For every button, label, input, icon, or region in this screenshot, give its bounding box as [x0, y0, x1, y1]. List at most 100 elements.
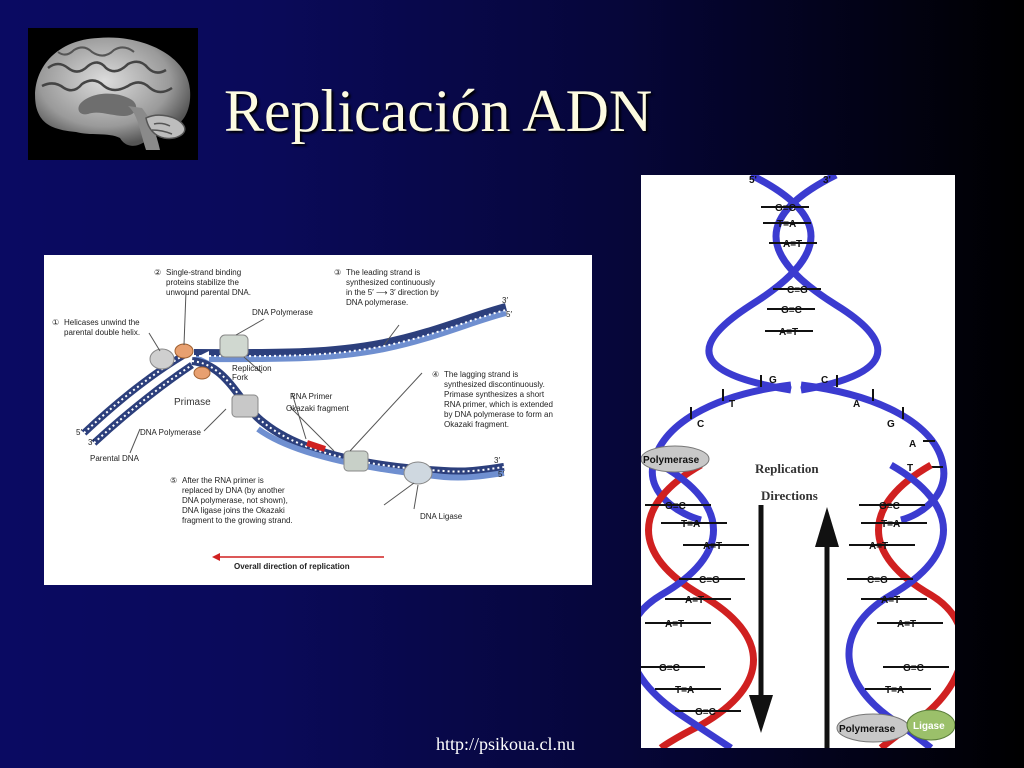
fork-base-left-2: T — [729, 399, 735, 410]
rna-primer — [306, 440, 326, 452]
fork-base-right-4: A — [909, 439, 916, 450]
polymerase-blob-top — [641, 445, 710, 473]
step-2-line-1: Single-strand binding — [166, 268, 241, 277]
left-base-pair: A=T — [703, 541, 722, 552]
left-base-pair: G≡C — [695, 707, 716, 718]
step-3-line-1: The leading strand is — [346, 268, 420, 277]
left-base-pair: T=A — [675, 685, 694, 696]
step-1-line-1: Helicases unwind the — [64, 318, 140, 327]
top-base-pair: G≡C — [781, 305, 802, 316]
ligase-label: Ligase — [913, 721, 945, 732]
right-base-pair: C≡G — [867, 575, 888, 586]
top-base-pair: C≡G — [787, 285, 808, 296]
end-5prime-bottom: 5′ — [498, 470, 504, 479]
directions-label: Directions — [761, 488, 818, 503]
step-5-line-2: replaced by DNA (by another — [182, 486, 285, 495]
helix-end-3: 3' — [823, 175, 831, 186]
dna-polymerase-top — [219, 334, 249, 358]
step-2-number: ② — [154, 268, 161, 277]
right-base-pair: G≡C — [879, 501, 900, 512]
step-4-line-2: synthesized discontinuously. — [444, 380, 545, 389]
replication-fork-diagram: ① Helicases unwind the parental double h… — [44, 255, 592, 585]
brain-image — [28, 28, 198, 160]
label-rna-primer: RNA Primer — [290, 392, 333, 401]
lagging-strand-template — [191, 357, 505, 476]
step-1-number: ① — [52, 318, 59, 327]
label-okazaki-fragment: Okazaki fragment — [286, 404, 349, 413]
step-3-number: ③ — [334, 268, 341, 277]
ssb-protein — [174, 343, 194, 359]
ligase-blob — [906, 709, 955, 741]
fork-right-strand — [800, 381, 948, 524]
step-4-line-5: by DNA polymerase to form an — [444, 410, 553, 419]
polymerase-label-top: Polymerase — [643, 455, 700, 466]
step-4-line-1: The lagging strand is — [444, 370, 518, 379]
leading-strand-new — [193, 310, 507, 363]
left-base-pair: A=T — [685, 595, 704, 606]
right-base-pair: A=T — [897, 619, 916, 630]
leading-strand-template — [193, 303, 507, 358]
fork-base-left-1: G — [769, 375, 777, 386]
top-base-pair: A=T — [783, 239, 802, 250]
helix-end-5: 5' — [749, 175, 757, 186]
label-dna-polymerase-bottom: DNA Polymerase — [140, 428, 201, 437]
step-3-line-3: in the 5′ ⟶ 3′ direction by — [346, 288, 439, 297]
end-3prime-bottom: 3′ — [494, 456, 500, 465]
label-primase: Primase — [174, 397, 211, 408]
right-base-pair: A=T — [869, 541, 888, 552]
step-4-number: ④ — [432, 370, 439, 379]
left-base-pair: C≡G — [699, 575, 720, 586]
top-base-pair: G≡C — [775, 203, 796, 214]
left-base-pair: T=A — [681, 519, 700, 530]
step-5-line-5: fragment to the growing strand. — [182, 516, 293, 525]
right-base-pair: T=A — [885, 685, 904, 696]
left-base-pair: A=T — [665, 619, 684, 630]
top-base-pair: A=T — [779, 327, 798, 338]
step-1-line-2: parental double helix. — [64, 328, 140, 337]
step-2-line-2: proteins stabilize the — [166, 278, 239, 287]
label-overall-direction: Overall direction of replication — [234, 562, 350, 571]
label-replication-fork-2: Fork — [232, 373, 249, 382]
step-4-line-3: Primase synthesizes a short — [444, 390, 545, 399]
top-strand-a — [705, 175, 815, 394]
label-dna-polymerase-top: DNA Polymerase — [252, 308, 313, 317]
end-5prime-top: 5′ — [506, 310, 512, 319]
right-base-pair: A=T — [881, 595, 900, 606]
right-base-pair: G≡C — [903, 663, 924, 674]
step-3-line-2: synthesized continuously — [346, 278, 435, 287]
step-4-line-6: Okazaki fragment. — [444, 420, 509, 429]
top-base-pair: T=A — [777, 219, 796, 230]
step-5-line-1: After the RNA primer is — [182, 476, 264, 485]
primase — [231, 394, 259, 418]
fork-base-right-3: G — [887, 419, 895, 430]
step-5-line-3: DNA polymerase, not shown), — [182, 496, 288, 505]
helicase — [149, 348, 175, 370]
right-base-pair: T=A — [881, 519, 900, 530]
left-parent-strand — [641, 461, 733, 748]
step-4-line-4: RNA primer, which is extended — [444, 400, 553, 409]
dna-polymerase-lagging — [343, 450, 369, 472]
top-strand-b — [772, 175, 882, 394]
fork-base-left-3: C — [697, 419, 704, 430]
end-3prime-top: 3′ — [502, 296, 508, 305]
step-5-line-4: DNA ligase joins the Okazaki — [182, 506, 285, 515]
fork-base-right-2: A — [853, 399, 860, 410]
left-new-strand — [645, 461, 757, 748]
footer-url: http://psikoua.cl.nu — [436, 734, 575, 754]
slide-title: Replicación ADN — [224, 78, 653, 144]
dna-ligase — [403, 461, 433, 485]
label-replication-fork-1: Replication — [232, 364, 272, 373]
replication-label: Replication — [755, 461, 819, 476]
left-base-pair: G≡C — [665, 501, 686, 512]
step-5-number: ⑤ — [170, 476, 177, 485]
polymerase-label-bottom: Polymerase — [839, 724, 896, 735]
label-parental-dna: Parental DNA — [90, 454, 140, 463]
end-5prime-left: 5′ — [76, 428, 82, 437]
left-base-pair: G≡C — [659, 663, 680, 674]
fork-base-right-5: T — [907, 463, 913, 474]
step-2-line-3: unwound parental DNA. — [166, 288, 251, 297]
fork-base-right-1: C — [821, 375, 828, 386]
step-3-line-4: DNA polymerase. — [346, 298, 408, 307]
